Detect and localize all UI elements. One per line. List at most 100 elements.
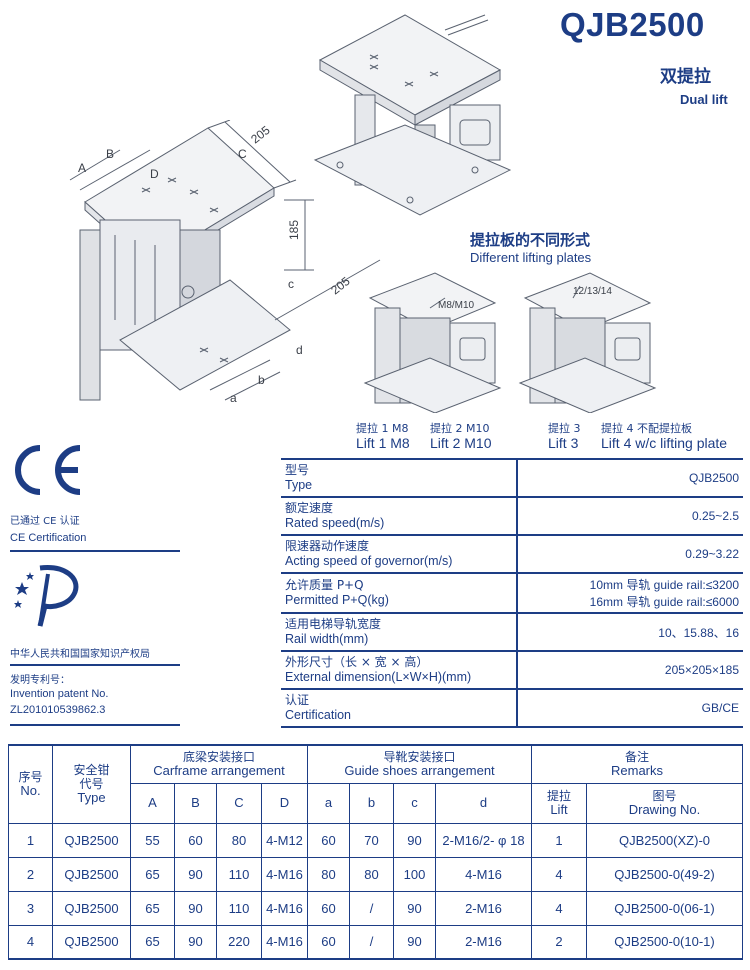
cell-A: 65 bbox=[130, 856, 175, 892]
header-no-cn: 序号 bbox=[18, 770, 43, 785]
cell-lift: 4 bbox=[531, 890, 587, 926]
table-row: 2 QJB2500 65 90 110 4-M16 80 80 100 4-M1… bbox=[8, 856, 744, 892]
dim-C: C bbox=[238, 147, 247, 161]
ce-certification-en: CE Certification bbox=[10, 532, 87, 544]
cell-lift: 1 bbox=[531, 822, 587, 858]
subtitle-en: Dual lift bbox=[680, 92, 728, 107]
table-row: 3 QJB2500 65 90 110 4-M16 60 / 90 2-M16 … bbox=[8, 890, 744, 926]
spec-row-dimension: 外形尺寸（长 × 宽 × 高）External dimension(L×W×H)… bbox=[281, 651, 743, 690]
spec-key-cn: 认证 bbox=[285, 693, 310, 707]
cell-b: 70 bbox=[349, 822, 394, 858]
cell-no: 4 bbox=[8, 924, 53, 960]
cell-D: 4-M12 bbox=[261, 822, 308, 858]
plates-title-cn: 提拉板的不同形式 bbox=[470, 231, 591, 249]
cell-D: 4-M16 bbox=[261, 924, 308, 960]
spec-value-line-2: 16mm 导轨 guide rail:≤6000 bbox=[589, 595, 739, 609]
cell-b: / bbox=[349, 924, 394, 960]
spec-key-en: Certification bbox=[285, 708, 351, 722]
header-c: c bbox=[393, 782, 436, 824]
header-guide-cn: 导靴安装接口 bbox=[383, 750, 456, 765]
cell-drawing: QJB2500-0(49-2) bbox=[585, 856, 744, 892]
cell-c: 90 bbox=[393, 924, 436, 960]
cell-A: 65 bbox=[130, 924, 175, 960]
main-dimension-drawing: 205 185 205 A B C D a b c d bbox=[69, 120, 381, 405]
spec-key-en: Permitted P+Q(kg) bbox=[285, 593, 389, 607]
spec-value: QJB2500 bbox=[517, 458, 743, 498]
cell-no: 3 bbox=[8, 890, 53, 926]
table-row: 4 QJB2500 65 90 220 4-M16 60 / 90 2-M16 … bbox=[8, 924, 744, 960]
patent-number: ZL201010539862.3 bbox=[10, 704, 106, 716]
divider bbox=[10, 724, 180, 726]
header-d: d bbox=[435, 782, 532, 824]
header-lift-en: Lift bbox=[550, 802, 568, 817]
spec-key-cn: 外形尺寸（长 × 宽 × 高） bbox=[285, 655, 429, 669]
header-no-en: No. bbox=[20, 783, 41, 799]
dim-B: B bbox=[106, 147, 114, 161]
header-B: B bbox=[174, 782, 217, 824]
cell-drawing: QJB2500-0(06-1) bbox=[585, 890, 744, 926]
divider bbox=[10, 664, 180, 666]
dim-D: D bbox=[150, 167, 159, 181]
dim-b: b bbox=[258, 373, 265, 387]
spec-value: 10、15.88、16 bbox=[517, 613, 743, 652]
lift-3-label-en: Lift 3 bbox=[548, 435, 579, 451]
lift-plate-drawing-3-4: 12/13/14 bbox=[518, 272, 657, 413]
cell-b: 80 bbox=[349, 856, 394, 892]
cell-a: 60 bbox=[307, 890, 350, 926]
cell-b: / bbox=[349, 890, 394, 926]
table-row: 1 QJB2500 55 60 80 4-M12 60 70 90 2-M16/… bbox=[8, 822, 744, 858]
cell-d: 2-M16 bbox=[435, 890, 532, 926]
lift-4-label-cn: 提拉 4 不配提拉板 bbox=[601, 422, 692, 435]
dim-top-width: 205 bbox=[248, 123, 273, 147]
header-A: A bbox=[130, 782, 175, 824]
spec-value-line-1: 10mm 导轨 guide rail:≤3200 bbox=[589, 578, 739, 592]
header-carframe-cn: 底梁安装接口 bbox=[182, 750, 255, 765]
top-view-drawing bbox=[313, 14, 512, 216]
cell-B: 90 bbox=[174, 924, 217, 960]
cell-B: 60 bbox=[174, 822, 217, 858]
lift-4-label-en: Lift 4 w/c lifting plate bbox=[601, 435, 728, 451]
cell-C: 110 bbox=[216, 890, 262, 926]
header-drawing-en: Drawing No. bbox=[628, 802, 701, 817]
cell-C: 110 bbox=[216, 856, 262, 892]
spec-value: GB/CE bbox=[517, 689, 743, 728]
spec-key-cn: 型号 bbox=[285, 463, 310, 477]
model-title: QJB2500 bbox=[560, 6, 705, 43]
header-type-cn: 安全钳 bbox=[73, 763, 110, 778]
header-guide-en: Guide shoes arrangement bbox=[344, 763, 495, 779]
dim-d: d bbox=[296, 343, 303, 357]
header-type-en: Type bbox=[77, 790, 106, 806]
header-remarks-en: Remarks bbox=[611, 763, 664, 779]
cell-a: 60 bbox=[307, 924, 350, 960]
cell-C: 220 bbox=[216, 924, 262, 960]
cell-d: 4-M16 bbox=[435, 856, 532, 892]
patent-office-name: 中华人民共和国国家知识产权局 bbox=[10, 649, 150, 660]
patent-label-cn: 发明专利号： bbox=[10, 675, 70, 686]
cell-drawing: QJB2500(XZ)-0 bbox=[585, 822, 744, 858]
cell-D: 4-M16 bbox=[261, 890, 308, 926]
cell-type: QJB2500 bbox=[52, 924, 131, 960]
spec-key-cn: 额定速度 bbox=[285, 501, 334, 515]
ip-office-logo-icon bbox=[14, 565, 79, 627]
spec-key-en: Acting speed of governor(m/s) bbox=[285, 554, 453, 568]
plates-title-en: Different lifting plates bbox=[470, 250, 592, 265]
dim-height: 185 bbox=[287, 220, 301, 240]
cell-a: 60 bbox=[307, 822, 350, 858]
header-remarks-cn: 备注 bbox=[625, 750, 650, 765]
callout-m8-m10: M8/M10 bbox=[438, 300, 475, 311]
cell-type: QJB2500 bbox=[52, 890, 131, 926]
lift-2-label-cn: 提拉 2 M10 bbox=[430, 422, 490, 435]
cell-type: QJB2500 bbox=[52, 856, 131, 892]
cell-drawing: QJB2500-0(10-1) bbox=[585, 924, 744, 960]
cell-B: 90 bbox=[174, 856, 217, 892]
cell-lift: 2 bbox=[531, 924, 587, 960]
cell-type: QJB2500 bbox=[52, 822, 131, 858]
